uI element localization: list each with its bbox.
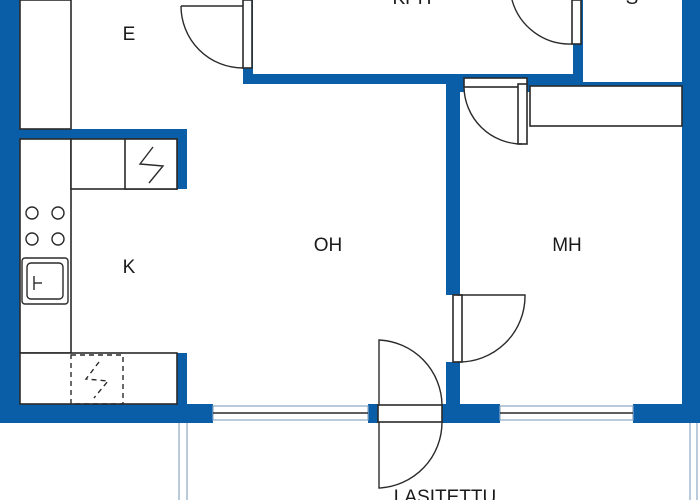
door-balcony-swing-out xyxy=(378,421,443,489)
room-labels: E KPH S K OH MH LASITETTU xyxy=(123,0,639,500)
entrance-closet xyxy=(19,0,72,130)
dishwasher-icon xyxy=(84,361,110,399)
label-storage: KPH xyxy=(392,0,431,9)
door-wc-swing xyxy=(511,0,573,45)
bedroom-left-wall-lower xyxy=(446,362,460,423)
closet-cabinet xyxy=(19,0,72,130)
balcony-outline xyxy=(178,423,698,500)
bedroom-left-wall-upper xyxy=(446,82,460,295)
bedroom-wardrobe xyxy=(529,85,683,127)
sink-icon xyxy=(21,257,69,305)
label-entrance: E xyxy=(123,24,136,45)
door-wc xyxy=(511,0,582,45)
door-storage-leaf xyxy=(242,0,253,69)
kitchen-counter xyxy=(19,138,72,354)
label-kitchen: K xyxy=(123,257,136,278)
lower-cabinet xyxy=(19,352,178,405)
door-bedroom-side-leaf xyxy=(452,294,463,363)
door-bedroom-side xyxy=(452,294,526,363)
door-balcony-swing-in xyxy=(378,339,443,406)
label-bedroom: MH xyxy=(552,235,582,256)
label-living-room: OH xyxy=(314,235,343,256)
door-storage xyxy=(180,0,253,69)
door-bedroom-top-leaf xyxy=(517,83,528,145)
kitchen-entrance-wall xyxy=(0,129,187,139)
bottom-wall-middle xyxy=(368,404,378,423)
windows xyxy=(212,405,634,421)
label-wc: S xyxy=(626,0,639,9)
kitchen-stub-lower xyxy=(177,353,187,413)
door-bedroom-top-swing xyxy=(463,86,523,145)
door-bedroom-side-swing xyxy=(456,294,526,363)
label-balcony: LASITETTU xyxy=(394,487,496,500)
kitchen-stub-upper xyxy=(177,129,187,189)
door-balcony xyxy=(377,339,443,489)
door-bedroom-top-frame xyxy=(463,77,528,88)
right-outer-wall xyxy=(682,0,700,423)
door-balcony-frame xyxy=(377,404,443,423)
bottom-wall-left xyxy=(0,404,213,423)
storage-bottom-wall xyxy=(243,74,583,84)
dishwasher-outline xyxy=(70,354,124,405)
door-storage-swing xyxy=(180,5,244,69)
door-wc-leaf xyxy=(571,0,582,45)
door-bedroom-top xyxy=(463,77,528,145)
kitchen-fixtures xyxy=(19,138,178,405)
left-outer-wall xyxy=(0,0,20,423)
stove-icon xyxy=(25,206,65,246)
fridge-icon xyxy=(138,146,165,184)
